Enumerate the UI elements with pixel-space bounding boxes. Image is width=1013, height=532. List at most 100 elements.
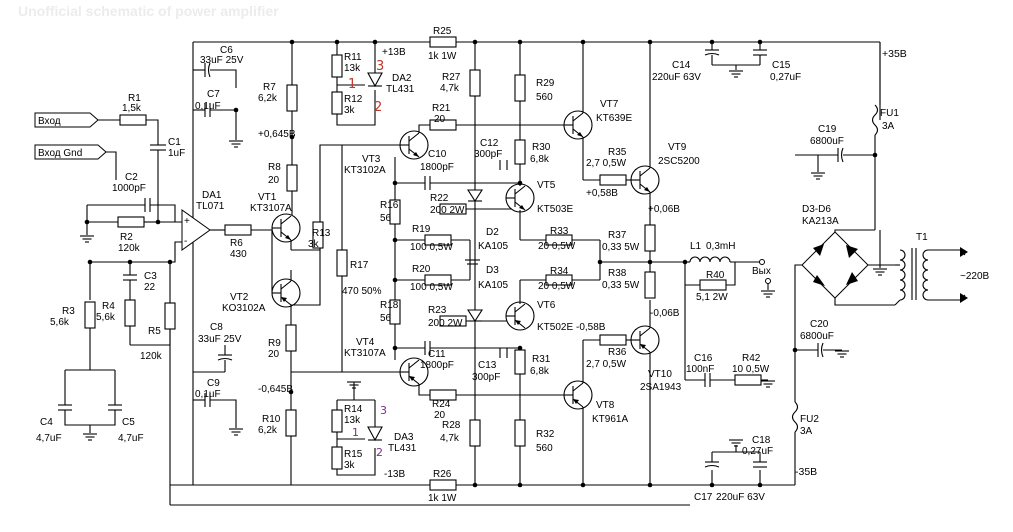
R19-name: R19 — [412, 224, 431, 235]
C16-name: C16 — [694, 353, 713, 364]
C19-value: 6800uF — [810, 136, 844, 147]
VT4-value: KT3107A — [344, 348, 386, 359]
R20-value: 100 0,5W — [410, 282, 453, 293]
C18-value: 0,27uF — [742, 446, 773, 457]
R28-value: 4,7k — [440, 433, 460, 444]
svg-text:-: - — [184, 236, 187, 247]
C8-name: C8 — [210, 322, 223, 333]
C12-value: 300pF — [474, 149, 502, 160]
R18-value: 56 — [380, 313, 392, 324]
pin-2-da2: 2 — [374, 100, 382, 115]
pin-3-da3: 3 — [380, 404, 387, 417]
R32-value: 560 — [536, 443, 553, 454]
R4-name: R4 — [102, 301, 115, 312]
VT5-name: VT5 — [537, 180, 556, 191]
VT9-value: 2SC5200 — [658, 156, 700, 167]
v-m0645-label: -0,645В — [258, 384, 293, 395]
R36-name: R36 — [608, 347, 627, 358]
VT2-value: KO3102A — [222, 303, 266, 314]
transformer-T1 — [899, 248, 929, 301]
R35-name: R35 — [608, 147, 627, 158]
R8-name: R8 — [268, 162, 281, 173]
C10-value: 1800pF — [420, 162, 454, 173]
VT10-value: 2SA1943 — [640, 382, 682, 393]
DA3-name: DA3 — [394, 432, 414, 443]
R36-value: 2,7 0,5W — [586, 359, 627, 370]
VT4-name: VT4 — [356, 337, 375, 348]
pos-rail-label: +35В — [882, 48, 907, 60]
C17-value: 220uF 63V — [716, 492, 765, 503]
R9-name: R9 — [268, 338, 281, 349]
R26-value: 1k 1W — [428, 493, 457, 504]
R22-value: 200 2W — [430, 205, 465, 216]
R37-name: R37 — [608, 230, 627, 241]
VT7-name: VT7 — [600, 99, 619, 110]
D3D6-value: KA213A — [802, 216, 839, 227]
v-p0645-label: +0,645В — [258, 129, 296, 140]
C11-value: 1800pF — [420, 360, 454, 371]
v-m058-label: -0,58В — [576, 322, 606, 333]
R11-name: R11 — [344, 52, 362, 63]
D2-name: D2 — [486, 227, 499, 238]
R42-value: 10 0,5W — [732, 364, 770, 375]
R19-value: 100 0,5W — [410, 242, 453, 253]
C2-value: 1000pF — [112, 183, 146, 194]
transistor-VT9 — [630, 165, 660, 195]
R12-value: 3k — [344, 105, 356, 116]
D3D6-name: D3-D6 — [802, 204, 831, 215]
C15-value: 0,27uF — [770, 72, 801, 83]
R15-name: R15 — [344, 449, 363, 460]
C3-name: C3 — [144, 271, 157, 282]
R24-value: 20 — [434, 410, 446, 421]
input-connector-signal[interactable]: Вход — [34, 112, 99, 128]
input-connector-ground[interactable]: Вход Gnd — [34, 144, 107, 160]
R8-value: 20 — [268, 175, 280, 186]
R31-value: 6,8k — [530, 366, 550, 377]
C10-name: C10 — [428, 149, 447, 160]
C5-name: C5 — [122, 417, 135, 428]
R9-value: 20 — [268, 349, 280, 360]
DA1-value: TL071 — [196, 201, 225, 212]
R37-value: 0,33 5W — [602, 242, 640, 253]
C1-name: C1 — [168, 137, 181, 148]
C13-value: 300pF — [472, 372, 500, 383]
R4-value: 5,6k — [96, 312, 116, 323]
transistor-VT10 — [630, 325, 660, 355]
input-signal-label: Вход — [38, 116, 61, 127]
D3-name: D3 — [486, 265, 499, 276]
R30-value: 6,8k — [530, 154, 550, 165]
R6-name: R6 — [230, 238, 243, 249]
transistor-VT1 — [271, 213, 301, 243]
VT3-name: VT3 — [362, 154, 381, 165]
VT10-name: VT10 — [648, 369, 672, 380]
R35-value: 2,7 0,5W — [586, 158, 627, 169]
C20-name: C20 — [810, 319, 829, 330]
R5-value: 120k — [140, 351, 163, 362]
D2-value: KA105 — [478, 241, 508, 252]
R10-value: 6,2k — [258, 425, 278, 436]
C3-value: 22 — [144, 282, 156, 293]
R12-name: R12 — [344, 94, 363, 105]
C14-value: 220uF 63V — [652, 72, 701, 83]
R7-value: 6,2k — [258, 93, 278, 104]
R24-name: R24 — [432, 399, 451, 410]
T1-name[interactable]: T1 — [916, 232, 928, 243]
FU2-value: 3A — [800, 426, 813, 437]
R38-name: R38 — [608, 268, 627, 279]
output-label: Вых — [752, 266, 771, 277]
R5-name: R5 — [148, 326, 161, 337]
D3-value: KA105 — [478, 280, 508, 291]
pin-2-da3: 2 — [376, 446, 383, 459]
VT2-name: VT2 — [230, 292, 249, 303]
R16-value: 56 — [380, 213, 392, 224]
C8-value: 33uF 25V — [198, 334, 242, 345]
C19-name: C19 — [818, 124, 837, 135]
R21-name: R21 — [432, 103, 451, 114]
DA2-value: TL431 — [386, 84, 415, 95]
v-m006-label: -0,06В — [650, 308, 680, 319]
transistor-VT5 — [505, 183, 535, 213]
L1-name: L1 — [690, 241, 702, 252]
R22-name: R22 — [430, 193, 449, 204]
C17-name: C17 — [694, 492, 713, 503]
